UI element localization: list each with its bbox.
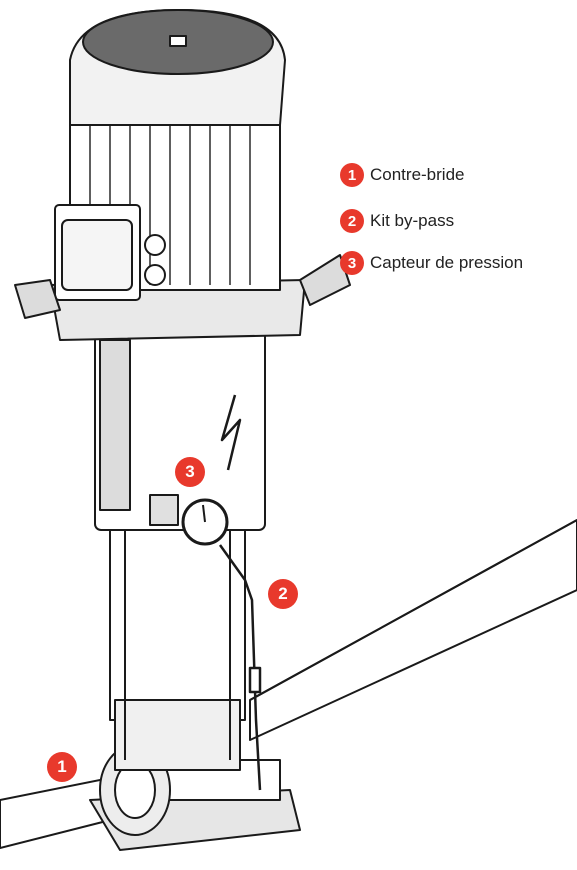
legend-label-1: Contre-bride (370, 165, 465, 184)
legend-badge-3: 3 (340, 251, 364, 275)
pump-lantern (94, 329, 266, 531)
callout-3: 3 (175, 457, 205, 487)
legend-item-1: 1 Contre-bride (340, 161, 465, 189)
bypass-tube-icon (218, 544, 262, 791)
legend-item-2: 2 Kit by-pass (340, 207, 454, 235)
legend-label-3: Capteur de pression (370, 253, 524, 272)
pump-column (109, 519, 246, 771)
legend-item-3: 3 Capteur de pression (340, 249, 523, 277)
callout-2: 2 (268, 579, 298, 609)
legend-label-2: Kit by-pass (370, 211, 455, 230)
pump-motor-icon (14, 9, 351, 341)
callout-1: 1 (47, 752, 77, 782)
pressure-gauge-icon (149, 494, 229, 546)
legend-badge-1: 1 (340, 163, 364, 187)
legend-badge-2: 2 (340, 209, 364, 233)
